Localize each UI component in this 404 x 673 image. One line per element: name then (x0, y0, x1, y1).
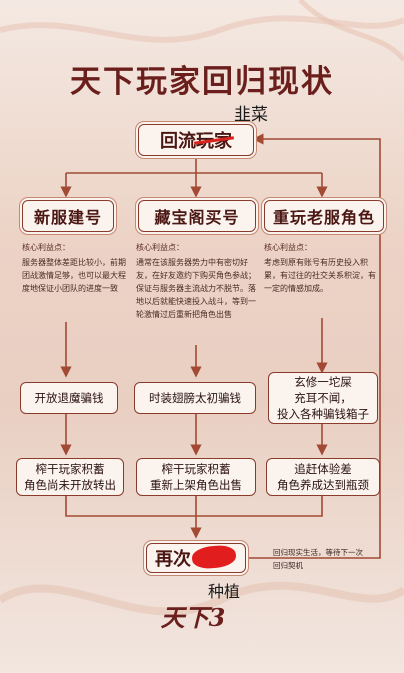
struck-players-text: 玩家 (196, 127, 232, 153)
planting-annotation: 种植 (208, 582, 241, 601)
note-2-heading: 核心利益点： (136, 243, 184, 252)
return-prefix: 回流 (160, 131, 196, 152)
stage2-box-3-line2: 充耳不闻， (294, 391, 352, 405)
page-title: 天下玩家回归现状 (70, 64, 334, 100)
stage2-box-2: 时装翅膀太初骗钱 (134, 382, 256, 414)
category-old-server: 重玩老服角色 (264, 200, 384, 232)
stage2-box-1-text: 开放退魔骗钱 (34, 391, 104, 405)
stage3-box-2-line1: 榨干玩家积蓄 (161, 462, 231, 476)
game-logo: 天下3 (160, 603, 226, 632)
stage3-box-3-line1: 追赶体验差 (294, 462, 352, 476)
stage3-box-1-line1: 榨干玩家积蓄 (35, 462, 105, 476)
leek-annotation: 韭菜 (234, 105, 268, 125)
stage3-box-3-line2: 角色养成达到瓶颈 (277, 478, 369, 492)
note-1-heading: 核心利益点： (22, 243, 70, 252)
stage3-box-2-line2: 重新上架角色出售 (150, 478, 242, 492)
return-players-node: 回流玩家 (138, 124, 254, 156)
category-old-server-label: 重玩老服角色 (272, 208, 375, 227)
category-new-server: 新服建号 (22, 200, 114, 232)
stage2-box-3-line3: 投入各种骗钱箱子 (277, 407, 369, 421)
note-3-heading: 核心利益点： (264, 243, 312, 252)
stage2-box-2-text: 时装翅膀太初骗钱 (149, 391, 241, 405)
category-new-server-label: 新服建号 (33, 208, 102, 227)
side-note: 回归现实生活，等待下一次回归契机 (273, 548, 363, 570)
note-2-body: 通常在该服务器势力中有密切好友，在好友邀约下购买角色参战；保证与服务器主流战力不… (136, 258, 256, 319)
note-1-body: 服务器整体差距比较小，前期团战激情足够，也可以最大程度地保证小团队的进度一致 (22, 258, 126, 293)
note-3-body: 考虑到原有账号有历史投入积累，有过往的社交关系积淀，有一定的情感加成。 (264, 258, 376, 293)
category-trading-market: 藏宝阁买号 (138, 200, 256, 232)
stage3-box-1: 榨干玩家积蓄 角色尚未开放转出 (16, 458, 124, 496)
return-again-prefix: 再次 (155, 549, 191, 570)
stage2-box-3: 玄修一坨屎 充耳不闻， 投入各种骗钱箱子 (268, 372, 378, 424)
category-trading-market-label: 藏宝阁买号 (154, 208, 240, 227)
stage2-box-1: 开放退魔骗钱 (20, 382, 118, 414)
stage3-box-2: 榨干玩家积蓄 重新上架角色出售 (136, 458, 256, 496)
stage2-box-3-line1: 玄修一坨屎 (294, 375, 352, 389)
stage3-box-1-line2: 角色尚未开放转出 (24, 478, 116, 492)
stage3-box-3: 追赶体验差 角色养成达到瓶颈 (266, 458, 380, 496)
